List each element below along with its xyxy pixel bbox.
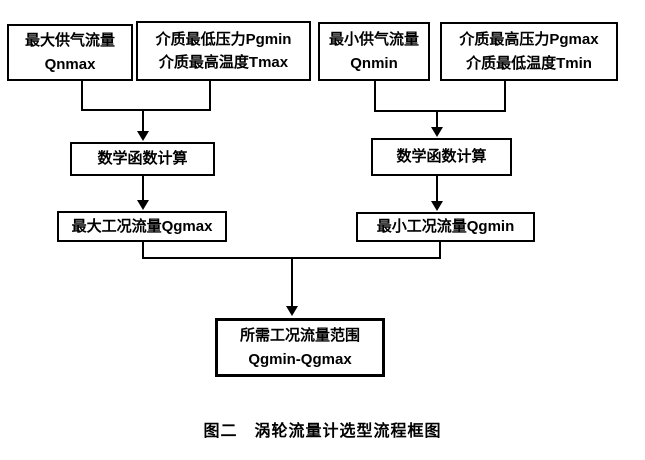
arrow-down-icon <box>286 306 298 316</box>
connector-line <box>142 176 144 201</box>
arrow-down-icon <box>431 127 443 137</box>
node-min-working-flow: 最小工况流量Qgmin <box>356 212 535 242</box>
connector-line <box>209 81 211 111</box>
connector-line <box>81 81 83 111</box>
connector-line <box>374 110 506 112</box>
arrow-down-icon <box>137 200 149 210</box>
connector-line <box>374 81 376 112</box>
node-text-line: 介质最高压力Pgmax <box>459 31 599 49</box>
node-medium-max-pressure-min-temp: 介质最高压力Pgmax 介质最低温度Tmin <box>440 22 618 81</box>
node-text-line: 数学函数计算 <box>97 150 188 168</box>
node-required-flow-range: 所需工况流量范围 Qgmin-Qgmax <box>215 318 385 377</box>
node-math-function-calc-right: 数学函数计算 <box>371 138 512 176</box>
node-text-line: 所需工况流量范围 <box>239 327 360 345</box>
connector-line <box>436 110 438 129</box>
node-text-line: 介质最低温度Tmin <box>466 54 592 72</box>
node-medium-min-pressure-max-temp: 介质最低压力Pgmin 介质最高温度Tmax <box>136 21 311 81</box>
figure-caption: 图二 涡轮流量计选型流程框图 <box>203 423 442 440</box>
connector-line <box>436 176 438 202</box>
arrow-down-icon <box>137 131 149 141</box>
node-text-line: 最大工况流量Qgmax <box>71 217 213 235</box>
node-text-line: Qnmin <box>350 54 398 72</box>
connector-line <box>291 257 293 307</box>
node-text-line: 介质最高温度Tmax <box>158 54 289 71</box>
node-max-supply-flow: 最大供气流量 Qnmax <box>7 24 133 81</box>
node-text-line: 最大供气流量 <box>24 32 115 50</box>
node-max-working-flow: 最大工况流量Qgmax <box>57 211 227 242</box>
node-text-line: 介质最低压力Pgmin <box>155 30 292 48</box>
arrow-down-icon <box>431 201 443 211</box>
node-text-line: 数学函数计算 <box>396 148 487 166</box>
node-text-line: 最小供气流量 <box>328 31 419 49</box>
connector-line <box>504 81 506 112</box>
connector-line <box>439 242 441 259</box>
connector-line <box>142 109 144 132</box>
connector-line <box>81 109 211 111</box>
node-min-supply-flow: 最小供气流量 Qnmin <box>318 22 430 81</box>
connector-line <box>142 242 144 259</box>
node-text-line: 最小工况流量Qgmin <box>376 218 515 236</box>
node-text-line: Qgmin-Qgmax <box>248 350 352 368</box>
node-math-function-calc-left: 数学函数计算 <box>70 142 215 176</box>
node-text-line: Qnmax <box>44 55 96 73</box>
